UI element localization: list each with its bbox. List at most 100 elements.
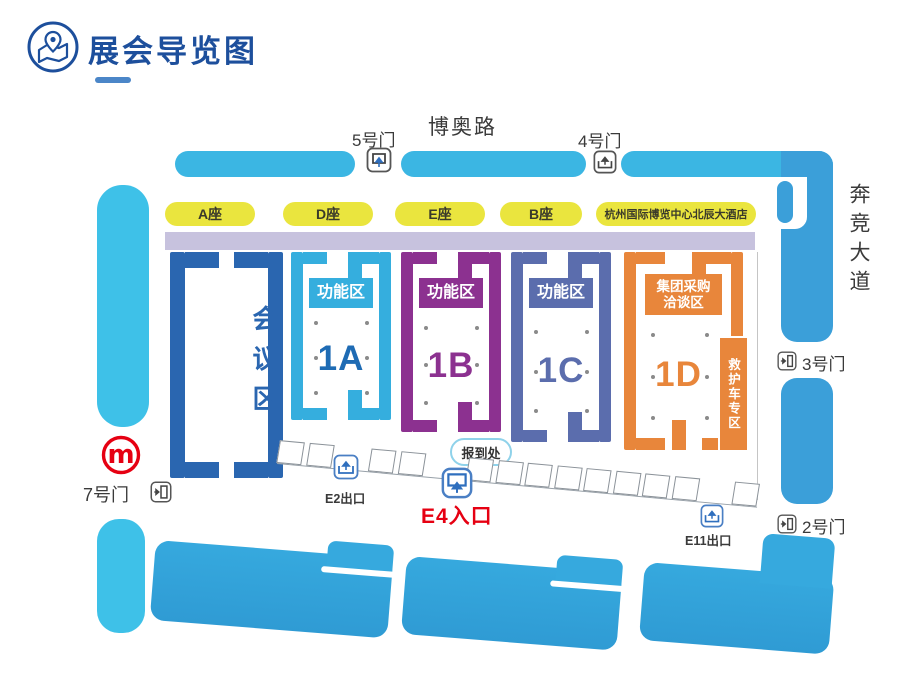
booth — [583, 468, 612, 494]
booth — [305, 442, 334, 468]
hall-border — [413, 420, 437, 432]
hall-border — [568, 252, 582, 282]
page-title: 展会导览图 — [88, 34, 258, 69]
booth — [494, 460, 524, 486]
south-building-tower — [759, 533, 836, 589]
marker-dot — [584, 369, 589, 374]
hall-border — [291, 252, 303, 420]
road-corner-stub — [777, 181, 793, 223]
hall-border — [379, 252, 391, 420]
road-left-lower — [97, 519, 145, 633]
marker-dot — [650, 416, 655, 421]
marker-dot — [705, 416, 710, 421]
metro-logo-icon: m — [101, 435, 141, 475]
exit-e2-icon — [333, 454, 359, 480]
building-e: E座 — [395, 202, 485, 226]
booth — [524, 462, 553, 488]
gate7-icon — [150, 481, 172, 503]
road-segment-top-middle — [401, 151, 586, 177]
hall-conference-label: 会议区 — [249, 305, 279, 425]
hall-number-1c: 1C — [537, 350, 585, 390]
marker-dot — [364, 390, 369, 395]
hall-border — [671, 420, 686, 450]
gate4-label: 4号门 — [578, 132, 622, 151]
hall-border — [599, 252, 611, 442]
marker-dot — [533, 409, 538, 414]
hall-border — [636, 438, 665, 450]
south-building — [400, 554, 625, 651]
road-segment-top-left — [175, 151, 355, 177]
hall-1d: 集团采购 洽谈区 1D 救护车专区 — [624, 252, 747, 450]
booth — [641, 473, 670, 499]
marker-dot — [584, 329, 589, 334]
hall-border — [185, 252, 219, 268]
hall-border — [185, 462, 219, 478]
south-building — [149, 540, 396, 639]
hall-border — [234, 252, 268, 268]
hall-border — [568, 412, 582, 442]
marker-dot — [423, 363, 428, 368]
zone-band-1d: 集团采购 洽谈区 — [645, 274, 722, 316]
marker-dot — [313, 355, 318, 360]
marker-dot — [474, 400, 479, 405]
south-building — [638, 533, 836, 655]
hall-border — [348, 390, 362, 420]
gate5-label: 5号门 — [352, 131, 396, 150]
hall-border — [303, 252, 327, 264]
gate2-icon — [777, 514, 797, 534]
marker-dot — [705, 333, 710, 338]
booth — [397, 451, 426, 477]
entrance-e4-icon — [441, 467, 473, 499]
marker-dot — [474, 363, 479, 368]
road-right-label: 奔竞大道 — [847, 183, 870, 299]
building-b: B座 — [500, 202, 582, 226]
hall-border — [624, 252, 636, 450]
hall-border — [702, 252, 731, 264]
booth — [553, 465, 582, 491]
exit-e11-icon — [700, 504, 724, 528]
marker-dot — [650, 374, 655, 379]
booth — [731, 481, 760, 507]
hall-border — [234, 462, 268, 478]
gate2-label: 2号门 — [802, 518, 846, 537]
hall-border — [458, 252, 472, 282]
gate3-icon — [777, 351, 797, 371]
hall-border — [303, 408, 327, 420]
ambulance-zone: 救护车专区 — [720, 338, 747, 450]
gate5-icon — [366, 147, 392, 173]
zone-band-1d-line2: 洽谈区 — [663, 294, 704, 310]
map-guide-icon — [27, 21, 79, 73]
marker-dot — [364, 320, 369, 325]
exit-e2-label: E2出口 — [325, 492, 366, 506]
svg-text:m: m — [107, 440, 134, 470]
hall-border — [523, 430, 547, 442]
hall-number-1b: 1B — [427, 345, 475, 385]
marker-dot — [423, 325, 428, 330]
marker-dot — [533, 369, 538, 374]
entrance-e4-label: E4入口 — [421, 505, 493, 528]
hall-border — [413, 252, 437, 264]
road-top-label: 博奥路 — [428, 116, 497, 139]
hall-border — [348, 252, 362, 282]
gate3-label: 3号门 — [802, 355, 846, 374]
zone-band-1a: 功能区 — [309, 278, 373, 309]
hall-number-1a: 1A — [317, 339, 365, 379]
marker-dot — [364, 355, 369, 360]
marker-dot — [313, 390, 318, 395]
marker-dot — [584, 409, 589, 414]
hall-border — [268, 252, 283, 478]
road-right-lower — [781, 378, 833, 504]
hall-number-1d: 1D — [655, 354, 702, 394]
exit-e11-label: E11出口 — [685, 534, 732, 548]
building-hotel: 杭州国际博览中心北辰大酒店 — [596, 202, 756, 226]
road-left-upper — [97, 185, 149, 427]
building-a: A座 — [165, 202, 255, 226]
zone-band-1b: 功能区 — [419, 278, 483, 309]
marker-dot — [533, 329, 538, 334]
hall-border — [523, 252, 547, 264]
marker-dot — [650, 333, 655, 338]
marker-dot — [423, 400, 428, 405]
booth — [671, 476, 700, 502]
hall-1a: 功能区 1A — [291, 252, 391, 420]
zone-band-1c: 功能区 — [529, 278, 593, 309]
